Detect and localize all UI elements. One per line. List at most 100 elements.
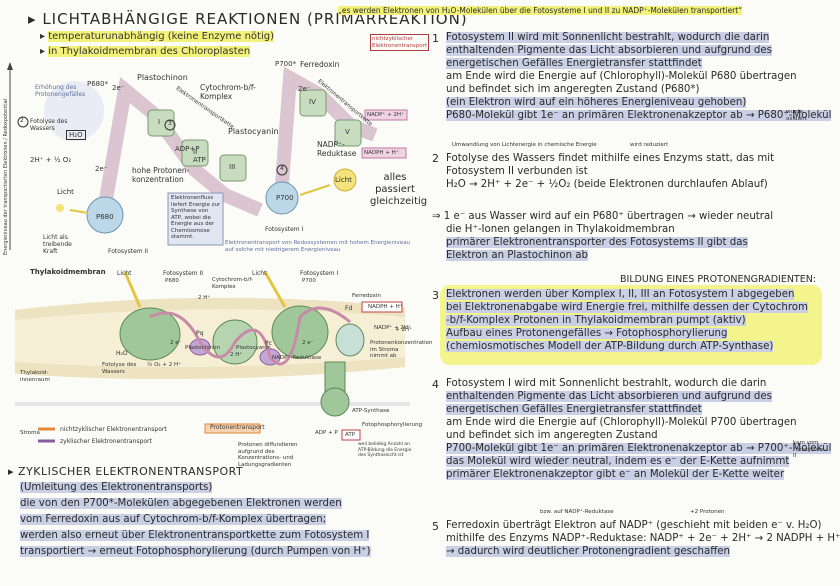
step4-note: kam vom Fotosystem II — [793, 440, 825, 459]
mem-thylakoidmembran: Thylakoidmembran — [30, 268, 106, 276]
label-p700-star: P700* — [275, 60, 297, 68]
mem-ferredoxin: Ferredoxin — [352, 293, 381, 299]
mem-cyt: Cytochrom-b/f-Komplex — [212, 277, 253, 290]
mem-atp: ATP — [345, 432, 356, 438]
mem-pq: Pq — [196, 330, 204, 337]
label-nadp-red: NADP⁺-Reduktase — [317, 140, 357, 158]
mem-nadp-red: NADP⁺-Reduktase — [272, 355, 322, 361]
label-complex-iii: III — [229, 163, 236, 171]
zyklisch-title: ▸ ZYKLISCHER ELEKTRONENTRANSPORT — [8, 465, 244, 478]
label-nadp-h: NADP⁺ + 2H⁺ — [367, 112, 404, 118]
mem-e-a: 2 e⁻ — [170, 340, 182, 346]
label-fs2: Fotosystem II — [108, 248, 149, 255]
label-hohe-protonen: hohe Protonen-konzentration — [132, 166, 190, 184]
zyklisch-line: vom Ferredoxin aus auf Cytochrom-b/f-Kom… — [20, 514, 327, 525]
membrane-diagram — [15, 271, 410, 443]
mem-fs1-sub: P700 — [302, 278, 316, 284]
label-complex-i: I — [158, 118, 161, 126]
bullet-temperatur: ▸ temperaturunabhängig (keine Enzyme nöt… — [40, 31, 274, 42]
label-2e-a: 2e⁻ — [112, 84, 125, 92]
mem-fs1: Fotosystem I — [300, 270, 339, 277]
mem-protonen-diff: Protonen diffundieren aufgrund des Konze… — [238, 442, 298, 468]
step4-number: 4 — [432, 378, 439, 391]
mem-atp-synthase: ATP-Synthase — [352, 408, 390, 414]
legend-zyk: zyklischer Elektronentransport — [60, 438, 152, 445]
mem-stroma: Stroma — [20, 430, 40, 436]
step1-note-wurde: wurde oxidiert — [786, 109, 807, 122]
label-complex-v: V — [345, 128, 350, 136]
step5-pre: bzw. auf NADP⁺-Reduktase — [540, 509, 614, 515]
mem-protonen-konz: Protonenkonzentration im Stroma nimmt ab — [370, 340, 433, 359]
label-plastochinon: Plastochinon — [137, 73, 188, 82]
zyklisch-line: transportiert → erneut Fotophosphorylier… — [20, 546, 371, 557]
legend-prot: Protonentransport — [210, 424, 265, 431]
step1-number: 1 — [432, 32, 439, 45]
mem-e-b: 2 e⁻ — [302, 340, 314, 346]
label-p680-star: P680* — [87, 80, 109, 88]
label-atp: ATP — [193, 156, 206, 164]
label-h2o: H₂O — [66, 130, 86, 140]
mem-thylakoid-innen: Thylakoid-innenraum — [20, 370, 50, 383]
mem-2h2: 2 H⁺ — [230, 352, 243, 358]
step4-text: Fotosystem I wird mit Sonnenlicht bestra… — [446, 378, 832, 480]
step3-text: Elektronen werden über Komplex I, II, II… — [446, 289, 808, 352]
step2-text: Fotolyse des Wassers findet mithilfe ein… — [446, 153, 775, 190]
label-licht2: Licht — [335, 176, 352, 184]
label-n3: 3 — [168, 120, 172, 127]
step5-pre2: +2 Protonen — [690, 509, 725, 515]
bullet-thylakoid: ▸ in Thylakoidmembran des Chloroplasten — [40, 46, 251, 57]
label-cytochrom: Cytochrom-b/f-Komplex — [200, 83, 256, 101]
legend-nicht: nichtzyklischer Elektronentransport — [60, 426, 167, 433]
mem-nadph: NADPH + H⁺ — [368, 304, 403, 310]
label-erhoehung: Erhöhung des Protonengefälles — [35, 84, 86, 98]
label-licht1: Licht — [57, 188, 74, 196]
mem-plastochinon: Plastochinon — [185, 345, 220, 351]
top-note: „es werden Elektronen von H₂O-Molekülen … — [338, 6, 743, 15]
mem-fs2: Fotosystem II — [163, 270, 204, 277]
step5-number: 5 — [432, 520, 439, 533]
mem-licht2: Licht — [252, 270, 267, 277]
mid-text: ⇒ 1 e⁻ aus Wasser wird auf ein P680⁺ übe… — [432, 211, 774, 261]
step1-note-umw: Umwandlung von Lichtenergie in chemische… — [452, 142, 597, 148]
label-ferredoxin: Ferredoxin — [300, 60, 340, 69]
mem-adp: ADP + P — [315, 430, 338, 436]
label-plastocyanin: Plastocyanin — [228, 127, 279, 136]
label-complex-ii: II — [193, 148, 198, 156]
label-eq-left: 2H⁺ + ½ O₂ — [30, 156, 72, 164]
mem-fotolyse: Fotolyse des Wassers — [102, 362, 137, 375]
label-licht-kraft: Licht als treibende Kraft — [43, 234, 72, 255]
label-n2: 2 — [20, 117, 24, 124]
mem-2h1: 2 H⁺ — [198, 295, 211, 301]
label-fs1: Fotosystem I — [265, 226, 304, 233]
mem-licht1: Licht — [117, 270, 132, 277]
mem-h2o: H₂O — [116, 350, 128, 357]
label-p680: P680 — [96, 213, 114, 221]
step1-note-red: wird reduziert — [630, 142, 669, 148]
zyklisch-line: werden also erneut über Elektronentransp… — [20, 530, 370, 541]
bildung-heading: BILDUNG EINES PROTONENGRADIENTEN: — [620, 274, 817, 285]
label-p700: P700 — [276, 194, 294, 202]
right-nichtcyklisch: nichtzyklischer Elektronentransport — [370, 34, 429, 51]
zyklisch-line: die von den P700*-Molekülen abgegebenen … — [20, 498, 342, 509]
mem-pc: Pc — [265, 340, 272, 347]
membrane-caption: Elektronentransport von Redoxsystemen mi… — [225, 240, 411, 253]
mem-fotophos: Fotophosphorylierung — [362, 422, 423, 428]
zyklisch-line: (Umleitung des Elektronentransports) — [20, 482, 213, 493]
title-bullet-icon: ▸ — [28, 10, 43, 28]
label-n4: 4 — [280, 165, 284, 172]
mem-2h3: + 2H⁺ — [395, 327, 412, 333]
label-elektronenfluss: Elektronenfluss liefert Energie zur Synt… — [171, 195, 221, 240]
axis-label: Energieniveau der transportierten Elektr… — [3, 98, 9, 255]
mem-o2: ½ O₂ + 2 H⁺ — [147, 362, 182, 368]
mem-weil: weil beliebig Anzahl an ATP-Bildung die … — [358, 442, 412, 458]
energy-diagram — [7, 62, 408, 250]
step3-number: 3 — [432, 289, 439, 302]
mem-fs2-sub: P680 — [165, 278, 179, 284]
step2-number: 2 — [432, 152, 439, 165]
label-nadph: NADPH + H⁺ — [364, 150, 399, 156]
mem-nadp: NADP⁺ + 2H⁺ — [374, 325, 411, 331]
label-fotolyse: Fotolyse des Wassers — [30, 118, 68, 132]
mem-plastocyanin: Plastocyanin — [236, 345, 271, 351]
step1-text: Fotosystem II wird mit Sonnenlicht bestr… — [446, 32, 832, 121]
mem-fd: Fd — [345, 305, 353, 312]
